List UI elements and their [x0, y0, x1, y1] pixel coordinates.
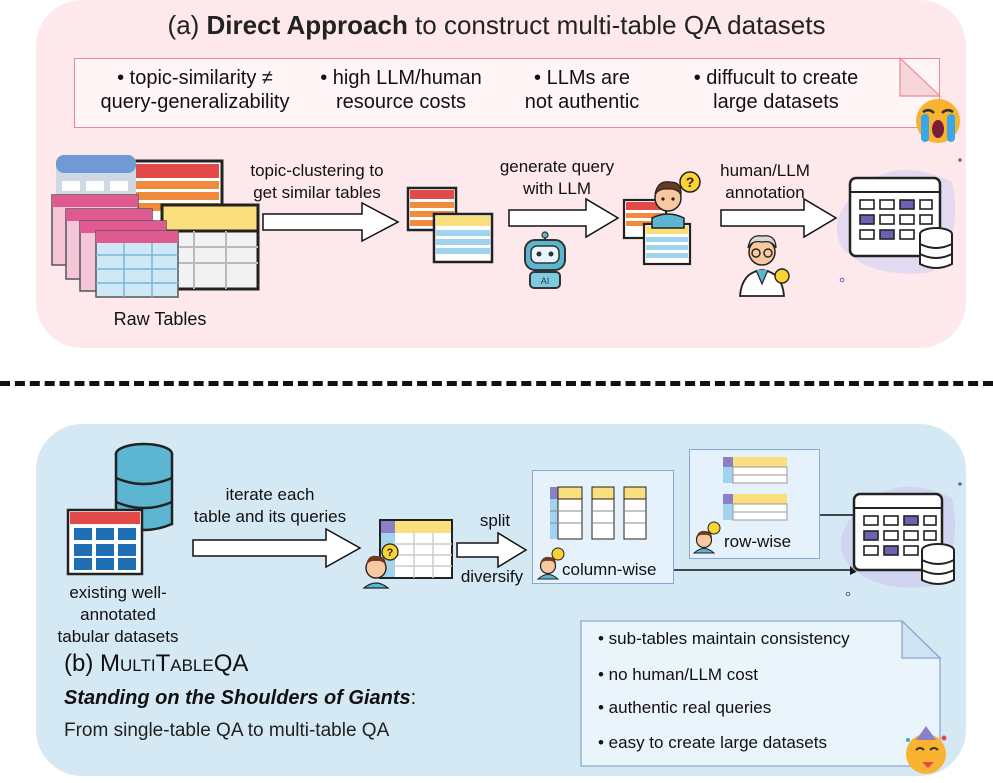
- benefits-box: [580, 619, 942, 767]
- question-mark-text: ?: [686, 174, 695, 190]
- folded-corner-icon: [899, 56, 942, 97]
- arrow-right-icon: [262, 201, 400, 243]
- arrow-right-icon: [192, 527, 362, 569]
- person-with-tables-icon: ?: [622, 171, 701, 266]
- similar-tables-icon: [406, 186, 494, 264]
- row-wise-label: row-wise: [724, 532, 792, 551]
- person-icon: [536, 547, 565, 580]
- party-face-icon: [906, 726, 947, 774]
- question-mark-text: ?: [387, 547, 394, 559]
- benefit-item: • no human/LLM cost: [598, 665, 758, 684]
- crying-face-icon: [916, 99, 960, 143]
- table-with-person-icon: ?: [362, 519, 453, 589]
- person-icon: [692, 521, 721, 554]
- benefit-item: • sub-tables maintain consistency: [598, 629, 850, 648]
- raw-tables-icon: [51, 155, 260, 298]
- column-wise-label: column-wise: [562, 560, 657, 579]
- arrow-right-icon: [456, 531, 528, 569]
- split-label: split: [479, 511, 511, 530]
- panel-b-subtitle: Standing on the Shoulders of Giants:: [64, 687, 417, 709]
- panel-a-title: (a) Direct Approach to construct multi-t…: [167, 10, 826, 40]
- panel-b-description: From single-table QA to multi-table QA: [64, 720, 390, 741]
- arrow-to-dataset-icon: [674, 565, 860, 575]
- arrow-right-icon: [720, 197, 838, 239]
- benefit-item: • authentic real queries: [598, 698, 772, 717]
- panel-b-title: (b) MultiTableQA: [64, 650, 249, 677]
- arrow-right-icon: [508, 197, 620, 239]
- robot-badge-text: AI: [541, 276, 550, 286]
- dataset-table-icon: [840, 482, 962, 597]
- raw-tables-label: Raw Tables: [113, 309, 207, 329]
- issues-box: [74, 58, 940, 128]
- row-split-tables-icon: [723, 457, 788, 521]
- diversify-label: diversify: [460, 567, 524, 586]
- robot-ai-icon: AI: [524, 231, 566, 289]
- column-split-tables-icon: [550, 486, 647, 540]
- dataset-table-icon: [836, 158, 962, 283]
- benefit-item: • easy to create large datasets: [598, 733, 827, 752]
- annotator-icon: [739, 235, 790, 297]
- issue-item: • topic-similarity ≠query-generalizabili…: [100, 67, 290, 113]
- section-divider: [0, 381, 993, 386]
- existing-datasets-icon: [66, 442, 174, 576]
